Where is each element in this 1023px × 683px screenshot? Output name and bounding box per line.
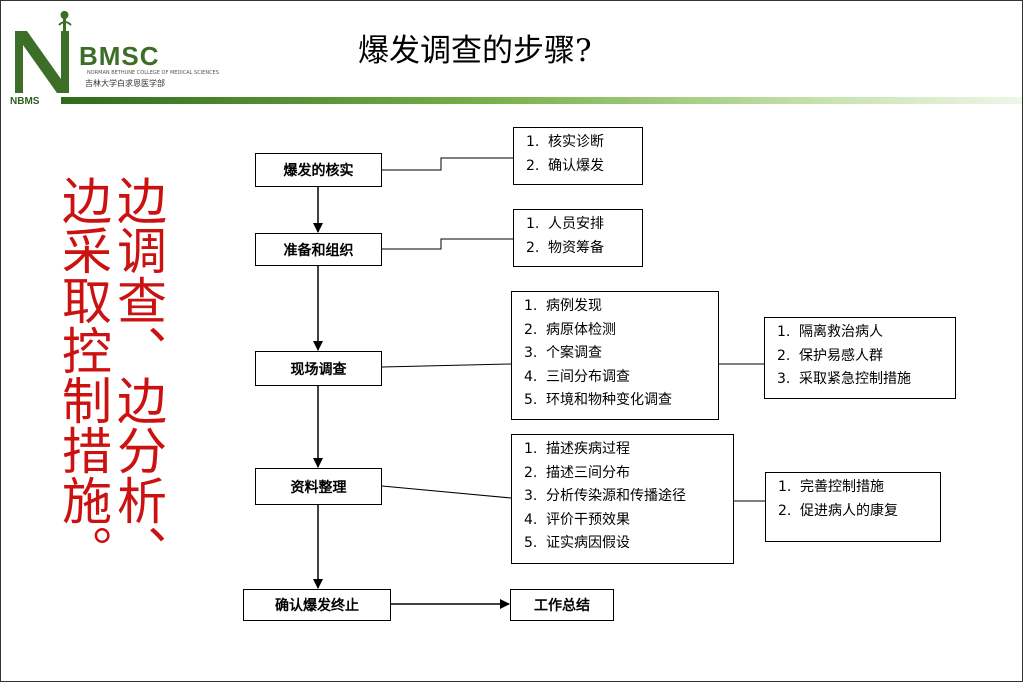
step-box-preparation: 准备和组织 <box>255 233 382 266</box>
list-item: 1.病例发现 <box>524 298 602 314</box>
list-item: 1.人员安排 <box>526 216 604 232</box>
logo-text: BMSC <box>79 41 160 71</box>
list-item: 2.病原体检测 <box>524 321 616 338</box>
step-box-data-analysis: 资料整理 <box>255 468 382 505</box>
step-label: 爆发的核实 <box>283 163 354 179</box>
step-label: 确认爆发终止 <box>275 598 359 614</box>
step-label: 现场调查 <box>290 361 347 378</box>
line-step1-detail1 <box>382 157 513 171</box>
header-divider-bar <box>61 97 1022 104</box>
list-item: 4.评价干预效果 <box>524 511 630 528</box>
final-label: 工作总结 <box>534 598 590 614</box>
logo-subtext-cn: 吉林大学白求恩医学部 <box>85 79 165 88</box>
line-step3-detail3 <box>381 363 512 368</box>
list-item: 3.个案调查 <box>524 345 602 361</box>
slide-title: 爆发调查的步骤? <box>358 33 592 69</box>
list-item: 2.确认爆发 <box>526 157 604 174</box>
nbmsc-logo-icon <box>15 11 72 93</box>
brand-small: NBMS <box>10 96 40 107</box>
list-item: 1.完善控制措施 <box>778 479 884 495</box>
list-item: 2.促进病人的康复 <box>778 502 898 519</box>
logo-subtext-en: NORMAN BETHUNE COLLEGE OF MEDICAL SCIENC… <box>87 70 219 76</box>
list-item: 3.分析传染源和传播途径 <box>524 488 686 504</box>
detail-box-field-investigation: 1.病例发现 2.病原体检测 3.个案调查 4.三间分布调查 5.环境和物种变化… <box>511 291 719 420</box>
detail-box-data-analysis: 1.描述疾病过程 2.描述三间分布 3.分析传染源和传播途径 4.评价干预效果 … <box>511 434 734 564</box>
list-item: 1.核实诊断 <box>526 134 604 150</box>
step-box-field-investigation: 现场调查 <box>255 351 382 386</box>
list-item: 1.描述疾病过程 <box>524 441 630 457</box>
list-item: 5.证实病因假设 <box>524 535 630 551</box>
line-step4-detail4 <box>381 485 512 499</box>
line-step2-detail2 <box>382 238 513 250</box>
list-item: 1.隔离救治病人 <box>777 324 883 340</box>
list-item: 2.物资筹备 <box>526 239 604 256</box>
list-item: 5.环境和物种变化调查 <box>524 392 672 408</box>
step-box-verification: 爆发的核实 <box>255 153 382 187</box>
list-item: 2.保护易感人群 <box>777 347 883 364</box>
detail-box-verification: 1.核实诊断 2.确认爆发 <box>513 127 643 185</box>
list-item: 4.三间分布调查 <box>524 368 630 385</box>
side-text-column-right: 边调查、边分析、 <box>109 175 167 575</box>
step-label: 准备和组织 <box>283 242 354 259</box>
list-item: 2.描述三间分布 <box>524 464 630 481</box>
final-box-summary: 工作总结 <box>510 589 614 621</box>
measure-box-emergency: 1.隔离救治病人 2.保护易感人群 3.采取紧急控制措施 <box>764 317 956 399</box>
detail-box-preparation: 1.人员安排 2.物资筹备 <box>513 209 643 267</box>
list-item: 3.采取紧急控制措施 <box>777 371 911 387</box>
side-text-column-left: 边采取控制措施。 <box>54 175 112 575</box>
measure-box-improvement: 1.完善控制措施 2.促进病人的康复 <box>765 472 941 542</box>
step-label: 资料整理 <box>290 479 347 496</box>
step-box-confirm-end: 确认爆发终止 <box>243 589 391 621</box>
